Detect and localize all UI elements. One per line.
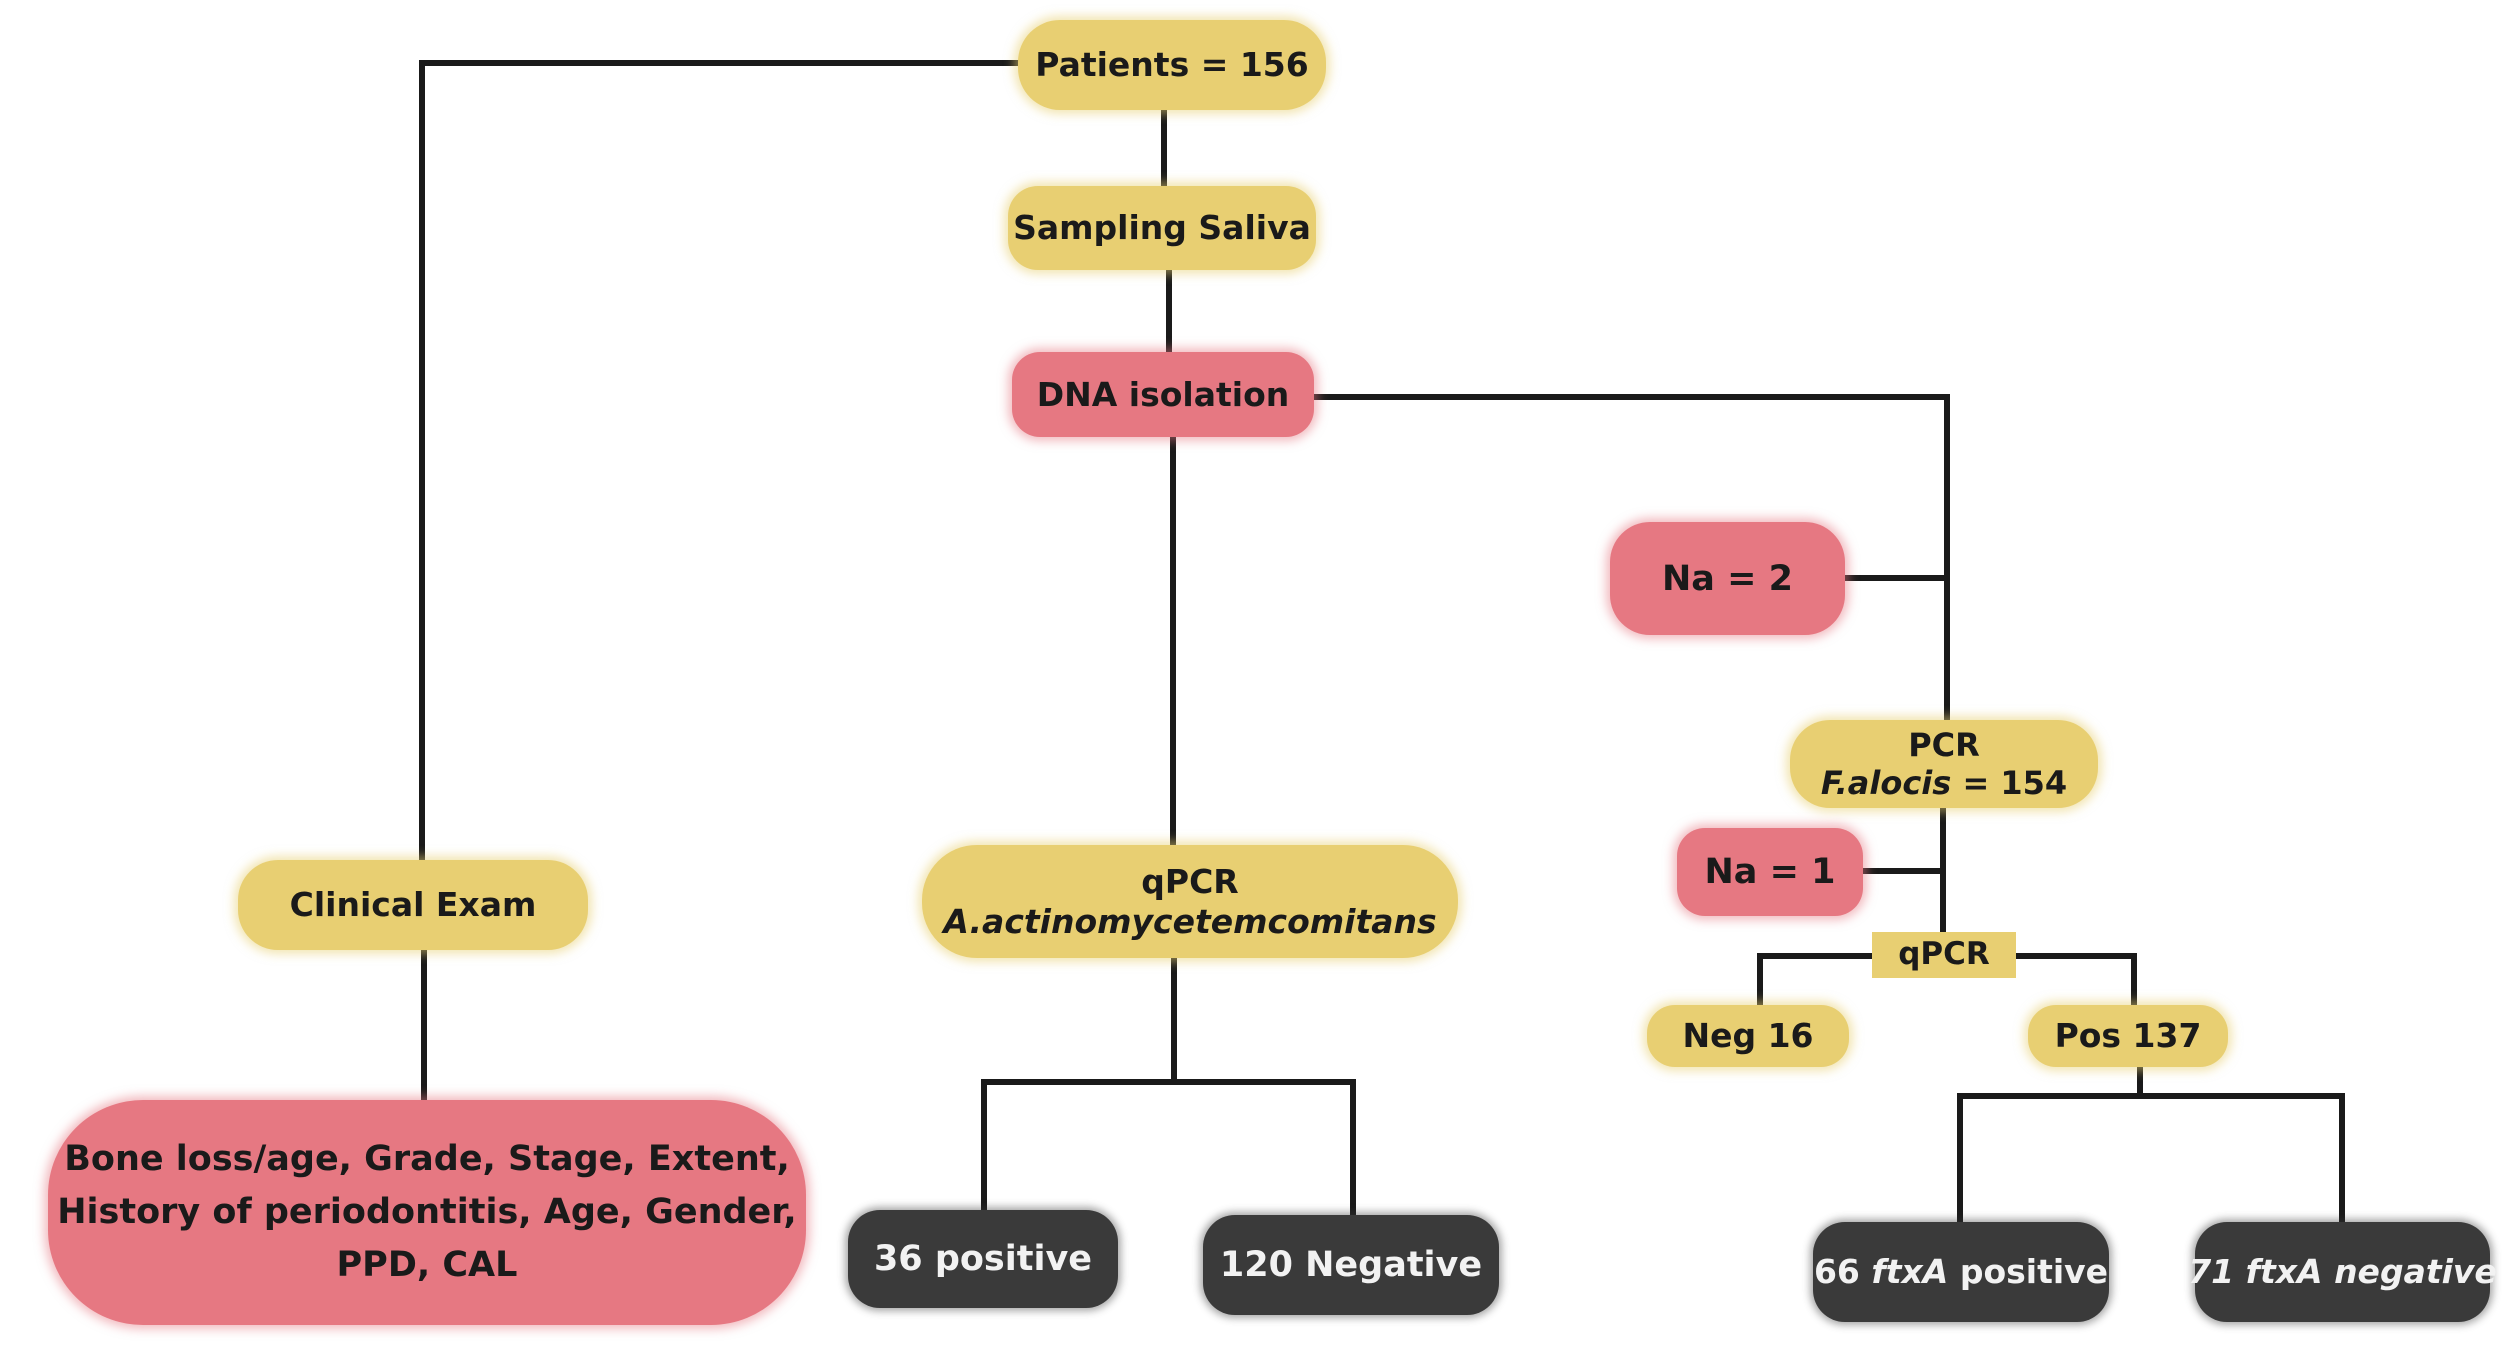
node-qpcr-aa-label: qPCR: [1141, 861, 1239, 901]
node-na-2: Na = 2: [1610, 522, 1845, 635]
node-pcr-fa: PCR F.alocis = 154: [1790, 720, 2098, 808]
node-clinical-exam: Clinical Exam: [238, 860, 588, 950]
node-pos-137-label: Pos 137: [2054, 1016, 2202, 1056]
node-sampling-saliva: Sampling Saliva: [1008, 186, 1316, 270]
line-dna-to-pcr-fa: [1312, 394, 1950, 723]
node-qpcr-aa-species: A.actinomycetemcomitans: [943, 901, 1437, 941]
node-ftxa-negative-count: 71: [2188, 1252, 2246, 1292]
node-aa-positive: 36 positive: [848, 1210, 1118, 1308]
node-pcr-fa-label: PCR: [1908, 725, 1980, 764]
node-qpcr-aa: qPCR A.actinomycetemcomitans: [922, 845, 1458, 958]
node-ftxa-negative-text: negative: [2322, 1252, 2497, 1292]
node-na-1-label: Na = 1: [1704, 852, 1836, 892]
node-patients-label: Patients = 156: [1035, 45, 1309, 85]
node-ftxa-positive-count: 66: [1813, 1252, 1872, 1292]
node-dna-isolation: DNA isolation: [1012, 352, 1314, 437]
node-aa-positive-label: 36 positive: [873, 1239, 1093, 1279]
node-pcr-fa-number: = 154: [1951, 764, 2068, 802]
node-clinical-parameters: Bone loss/age, Grade, Stage, Extent, His…: [48, 1100, 806, 1325]
node-sampling-saliva-label: Sampling Saliva: [1013, 208, 1311, 248]
node-aa-negative: 120 Negative: [1203, 1215, 1499, 1315]
node-qpcr-fa: qPCR: [1872, 932, 2016, 978]
node-ftxa-positive-gene: ftxA: [1871, 1252, 1949, 1292]
clinical-parameters-line-3: PPD, CAL: [336, 1245, 518, 1286]
node-ftxa-positive-label: 66 ftxA positive: [1814, 1252, 2108, 1292]
clinical-parameters-line-2: History of periodontitis, Age, Gender,: [57, 1191, 797, 1232]
line-ftxa-split: [1957, 1093, 2345, 1225]
node-na-1: Na = 1: [1677, 828, 1863, 916]
node-neg-16: Neg 16: [1647, 1005, 1849, 1067]
node-patients: Patients = 156: [1018, 20, 1326, 110]
node-pcr-fa-count: F.alocis = 154: [1821, 764, 2067, 802]
node-ftxa-negative-gene: ftxA: [2245, 1252, 2323, 1292]
line-fa-split-right: [2013, 953, 2137, 1008]
node-ftxa-positive-text: positive: [1948, 1252, 2109, 1292]
node-ftxa-negative: 71 ftxA negative: [2188, 1222, 2497, 1322]
line-aa-split: [981, 1079, 1356, 1218]
line-fa-split-left: [1757, 953, 1875, 1008]
node-na-2-label: Na = 2: [1662, 558, 1793, 599]
clinical-parameters-line-1: Bone loss/age, Grade, Stage, Extent,: [64, 1138, 790, 1179]
node-dna-isolation-label: DNA isolation: [1036, 374, 1290, 414]
node-ftxa-negative-label: 71 ftxA negative: [2188, 1252, 2497, 1292]
node-qpcr-fa-label: qPCR: [1898, 936, 1990, 973]
node-clinical-exam-label: Clinical Exam: [289, 885, 537, 925]
node-pos-137: Pos 137: [2028, 1005, 2228, 1067]
node-pcr-fa-species: F.alocis: [1820, 764, 1952, 802]
node-ftxa-positive: 66 ftxA positive: [1813, 1222, 2109, 1322]
line-patients-to-clinical: [419, 60, 1023, 863]
node-aa-negative-label: 120 Negative: [1219, 1245, 1483, 1285]
node-neg-16-label: Neg 16: [1682, 1016, 1814, 1056]
